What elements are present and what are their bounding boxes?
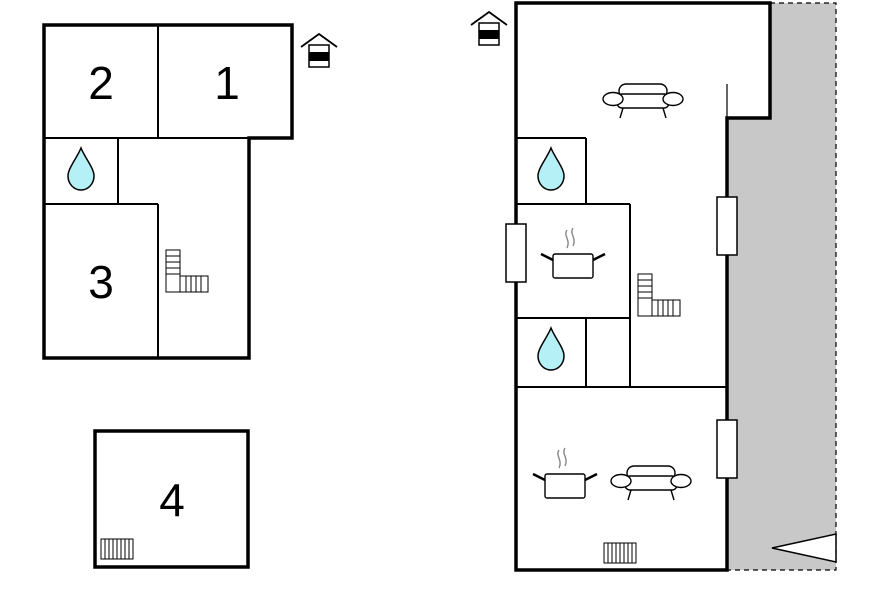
- room-label: 4: [159, 474, 185, 526]
- bathroom-icon: [537, 147, 565, 191]
- left-plan: 2 1 3 4: [42, 23, 338, 569]
- direction-arrow-icon: [771, 533, 837, 563]
- entrance-icon: [470, 11, 508, 46]
- right-plan: [470, 1, 837, 572]
- kitchen-icon: [539, 226, 607, 280]
- kitchen-icon: [531, 446, 599, 500]
- stairs-icon: [637, 273, 681, 317]
- terrace-outline: [727, 2, 837, 571]
- sofa-icon: [602, 83, 684, 119]
- terrace-area: [727, 3, 836, 570]
- annex-building-wall: [93, 429, 250, 569]
- bathroom-icon: [537, 327, 565, 371]
- bathroom-icon: [67, 147, 95, 191]
- sofa-icon: [610, 465, 692, 501]
- room-label: 1: [214, 57, 240, 109]
- entrance-icon: [300, 33, 338, 68]
- radiator-icon: [100, 538, 134, 560]
- window: [716, 419, 738, 479]
- window: [505, 223, 527, 283]
- radiator-icon: [603, 542, 637, 564]
- window: [716, 196, 738, 256]
- room-label: 3: [88, 256, 114, 308]
- left-building-wall: [42, 23, 294, 360]
- stairs-icon: [165, 249, 209, 293]
- room-label: 2: [88, 57, 114, 109]
